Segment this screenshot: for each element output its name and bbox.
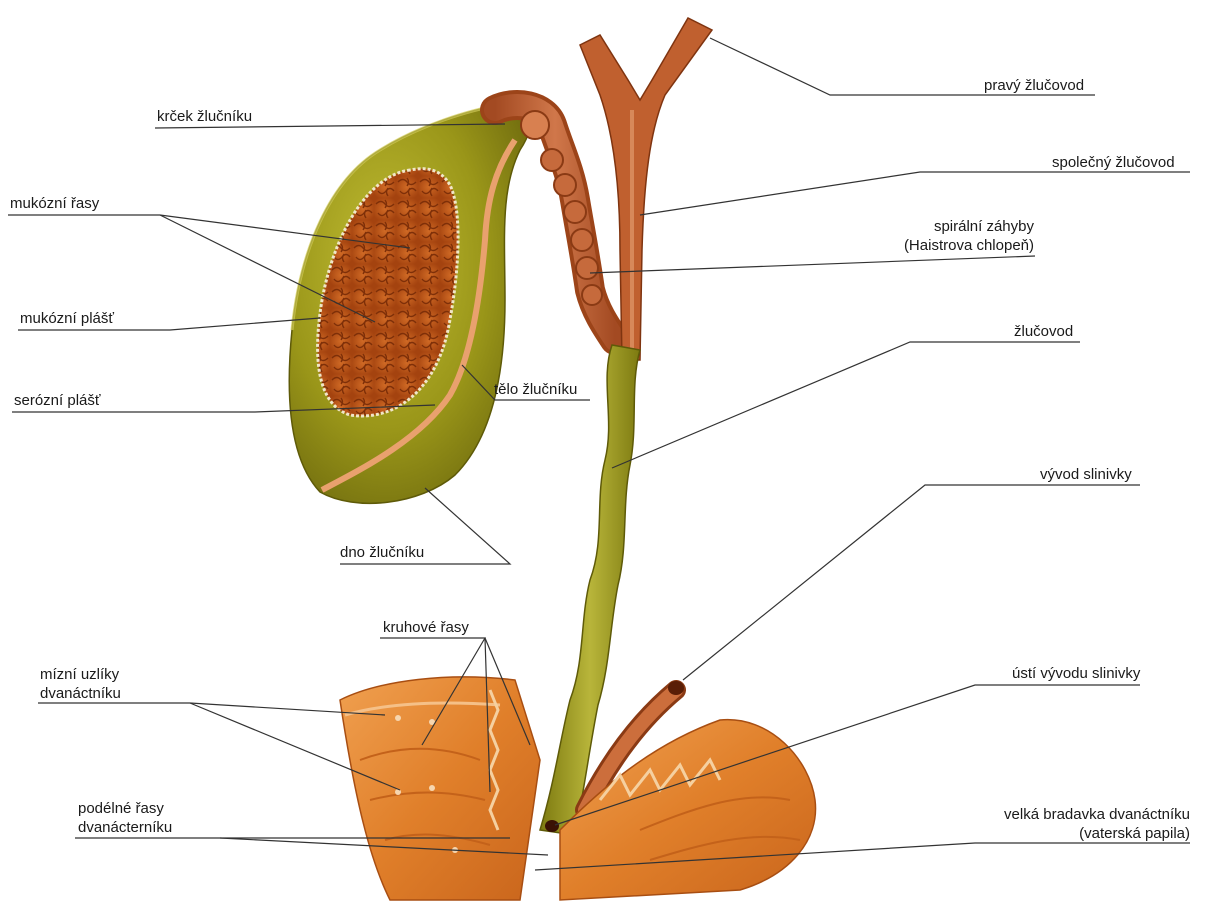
leader-mizni-a	[38, 703, 385, 715]
label-usti-vyvodu-slinivky: ústí vývodu slinivky	[1012, 664, 1140, 683]
label-spiralni-zahyby-line2: (Haistrova chlopeň)	[848, 236, 1034, 255]
label-mukozni-rasy: mukózní řasy	[10, 194, 99, 213]
label-krcek-zlucniku: krček žlučníku	[157, 107, 252, 126]
label-spolecny-zlucovod: společný žlučovod	[1052, 153, 1175, 172]
label-serozni-plast: serózní plášť	[14, 391, 101, 410]
label-kruhove-rasy: kruhové řasy	[383, 618, 469, 637]
label-zlucovod: žlučovod	[1014, 322, 1073, 341]
leader-spolecny-zlucovod	[640, 172, 1190, 215]
leader-spiralni-zahyby	[590, 256, 1035, 273]
label-mukozni-plast: mukózní plášť	[20, 309, 114, 328]
label-mizni-uzliky-line1: mízní uzlíky	[40, 665, 119, 684]
leader-lines	[8, 38, 1190, 870]
label-spiralni-zahyby-line1: spirální záhyby	[868, 217, 1034, 236]
label-vyvod-slinivky: vývod slinivky	[1040, 465, 1132, 484]
label-velka-bradavka-line2: (vaterská papila)	[950, 824, 1190, 843]
label-dno-zlucniku: dno žlučníku	[340, 543, 424, 562]
label-mizni-uzliky-line2: dvanáctníku	[40, 684, 121, 703]
gallbladder	[289, 104, 530, 503]
leader-zlucovod	[612, 342, 1080, 468]
label-podelne-rasy-line2: dvanácterníku	[78, 818, 172, 837]
leader-vyvod-slinivky	[683, 485, 1140, 680]
label-pravy-zlucovod: pravý žlučovod	[984, 76, 1084, 95]
label-telo-zlucniku: tělo žlučníku	[494, 380, 577, 399]
label-velka-bradavka-line1: velká bradavka dvanáctníku	[950, 805, 1190, 824]
label-podelne-rasy-line1: podélné řasy	[78, 799, 164, 818]
